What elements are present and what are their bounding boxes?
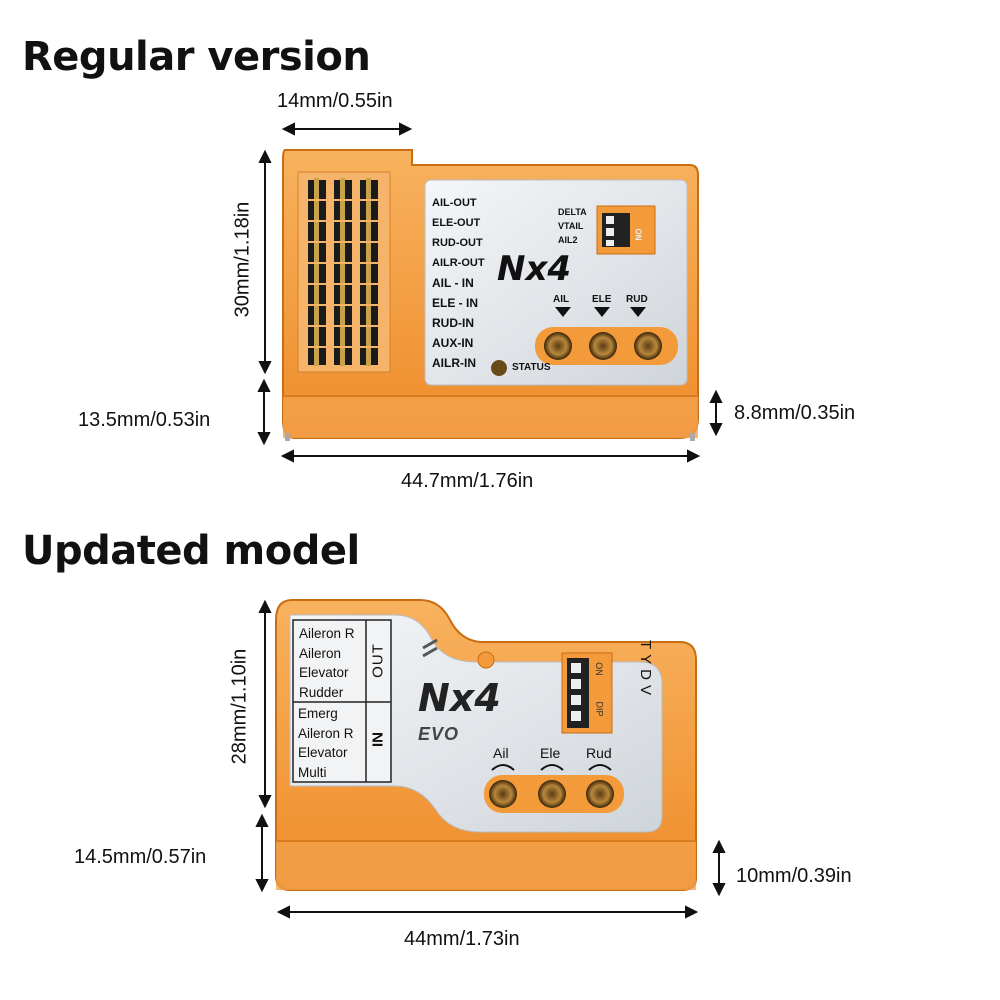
rotate-icon xyxy=(588,764,612,771)
pin-label: ELE - IN xyxy=(432,296,479,310)
arrow-down-icon xyxy=(555,307,571,317)
dim-height-left: 30mm/1.18in xyxy=(231,201,254,318)
pot-label: ELE xyxy=(592,294,612,305)
pot-label-evo: Ail xyxy=(493,745,509,761)
status-label: STATUS xyxy=(512,362,551,373)
updated-device xyxy=(275,599,697,891)
pot-label: AIL xyxy=(553,294,570,305)
arrow-down-icon xyxy=(594,307,610,317)
status-led xyxy=(491,360,507,376)
status-led-evo xyxy=(477,651,495,669)
in-label-list: Emerg Aileron R Elevator Multi xyxy=(298,704,354,782)
pot-label: RUD xyxy=(626,294,648,305)
dim-width-top: 14mm/0.55in xyxy=(277,90,393,112)
io-label: Aileron R xyxy=(299,626,355,641)
pot-ele-evo xyxy=(538,780,566,808)
pot-rud-evo xyxy=(586,780,614,808)
section-title-updated: Updated model xyxy=(22,528,360,574)
dim-depth-left-evo: 14.5mm/0.57in xyxy=(74,846,207,868)
regular-device xyxy=(282,149,699,441)
dim-depth-right: 8.8mm/0.35in xyxy=(734,402,856,424)
double-arrow-icon xyxy=(422,638,438,658)
in-tag: IN xyxy=(369,732,387,747)
rotate-icon xyxy=(540,764,564,771)
pin-label: AIL - IN xyxy=(432,276,474,290)
arrow-down-icon xyxy=(630,307,646,317)
pin-label: AIL-OUT xyxy=(432,197,477,209)
dim-depth-left: 13.5mm/0.53in xyxy=(78,409,211,431)
sub-model: EVO xyxy=(418,724,460,744)
dim-length-bottom: 44.7mm/1.76in xyxy=(401,470,534,492)
switch-dip-label: DIP xyxy=(594,701,605,717)
pot-label-evo: Ele xyxy=(540,745,561,761)
pin-label: AILR-IN xyxy=(432,356,476,370)
io-label: Elevator xyxy=(299,665,349,680)
pot-ele xyxy=(589,332,617,360)
pot-ail-evo xyxy=(489,780,517,808)
switch-label: VTAIL xyxy=(558,221,584,231)
section-title-regular: Regular version xyxy=(22,34,371,80)
model-name-evo: Nx4 xyxy=(418,676,501,720)
pin-label: AUX-IN xyxy=(432,336,474,350)
switch-label: DELTA xyxy=(558,207,587,217)
pot-rud xyxy=(634,332,662,360)
io-label: Rudder xyxy=(299,684,344,700)
io-label: Elevator xyxy=(298,745,348,760)
dimension-lines xyxy=(255,122,726,919)
io-label: Multi xyxy=(298,764,327,780)
switch-label-list: DELTA VTAIL AIL2 xyxy=(558,205,587,247)
rotate-icon xyxy=(491,764,515,771)
dim-depth-right-evo: 10mm/0.39in xyxy=(736,865,852,887)
out-tag: OUT xyxy=(369,643,387,678)
out-label-list: Aileron R Aileron Elevator Rudder xyxy=(299,624,355,702)
model-name: Nx4 xyxy=(497,249,572,289)
io-label: Aileron R xyxy=(298,725,354,741)
regular-case-bottom-band xyxy=(283,395,698,438)
io-label: Emerg xyxy=(298,706,338,721)
pin-gold-tips xyxy=(314,178,371,366)
switch-label: AIL2 xyxy=(558,235,578,245)
switch-side-label: TYDV xyxy=(637,640,654,701)
pin-label-list: AIL-OUT ELE-OUT RUD-OUT AILR-OUT AIL - I… xyxy=(432,193,512,373)
pin-label: RUD-IN xyxy=(432,316,474,330)
dim-height-left-evo: 28mm/1.10in xyxy=(228,648,251,765)
pot-ail xyxy=(544,332,572,360)
pin-label: ELE-OUT xyxy=(432,217,481,229)
dim-length-bottom-evo: 44mm/1.73in xyxy=(404,928,520,950)
pin-label: AILR-OUT xyxy=(432,257,485,269)
pot-label-evo: Rud xyxy=(586,745,612,761)
switch-on-label-evo: ON xyxy=(593,662,604,676)
switch-on-label: ON xyxy=(633,228,643,241)
io-label-box xyxy=(292,619,392,783)
pin-label: RUD-OUT xyxy=(432,237,483,249)
io-label: Aileron xyxy=(299,645,342,661)
